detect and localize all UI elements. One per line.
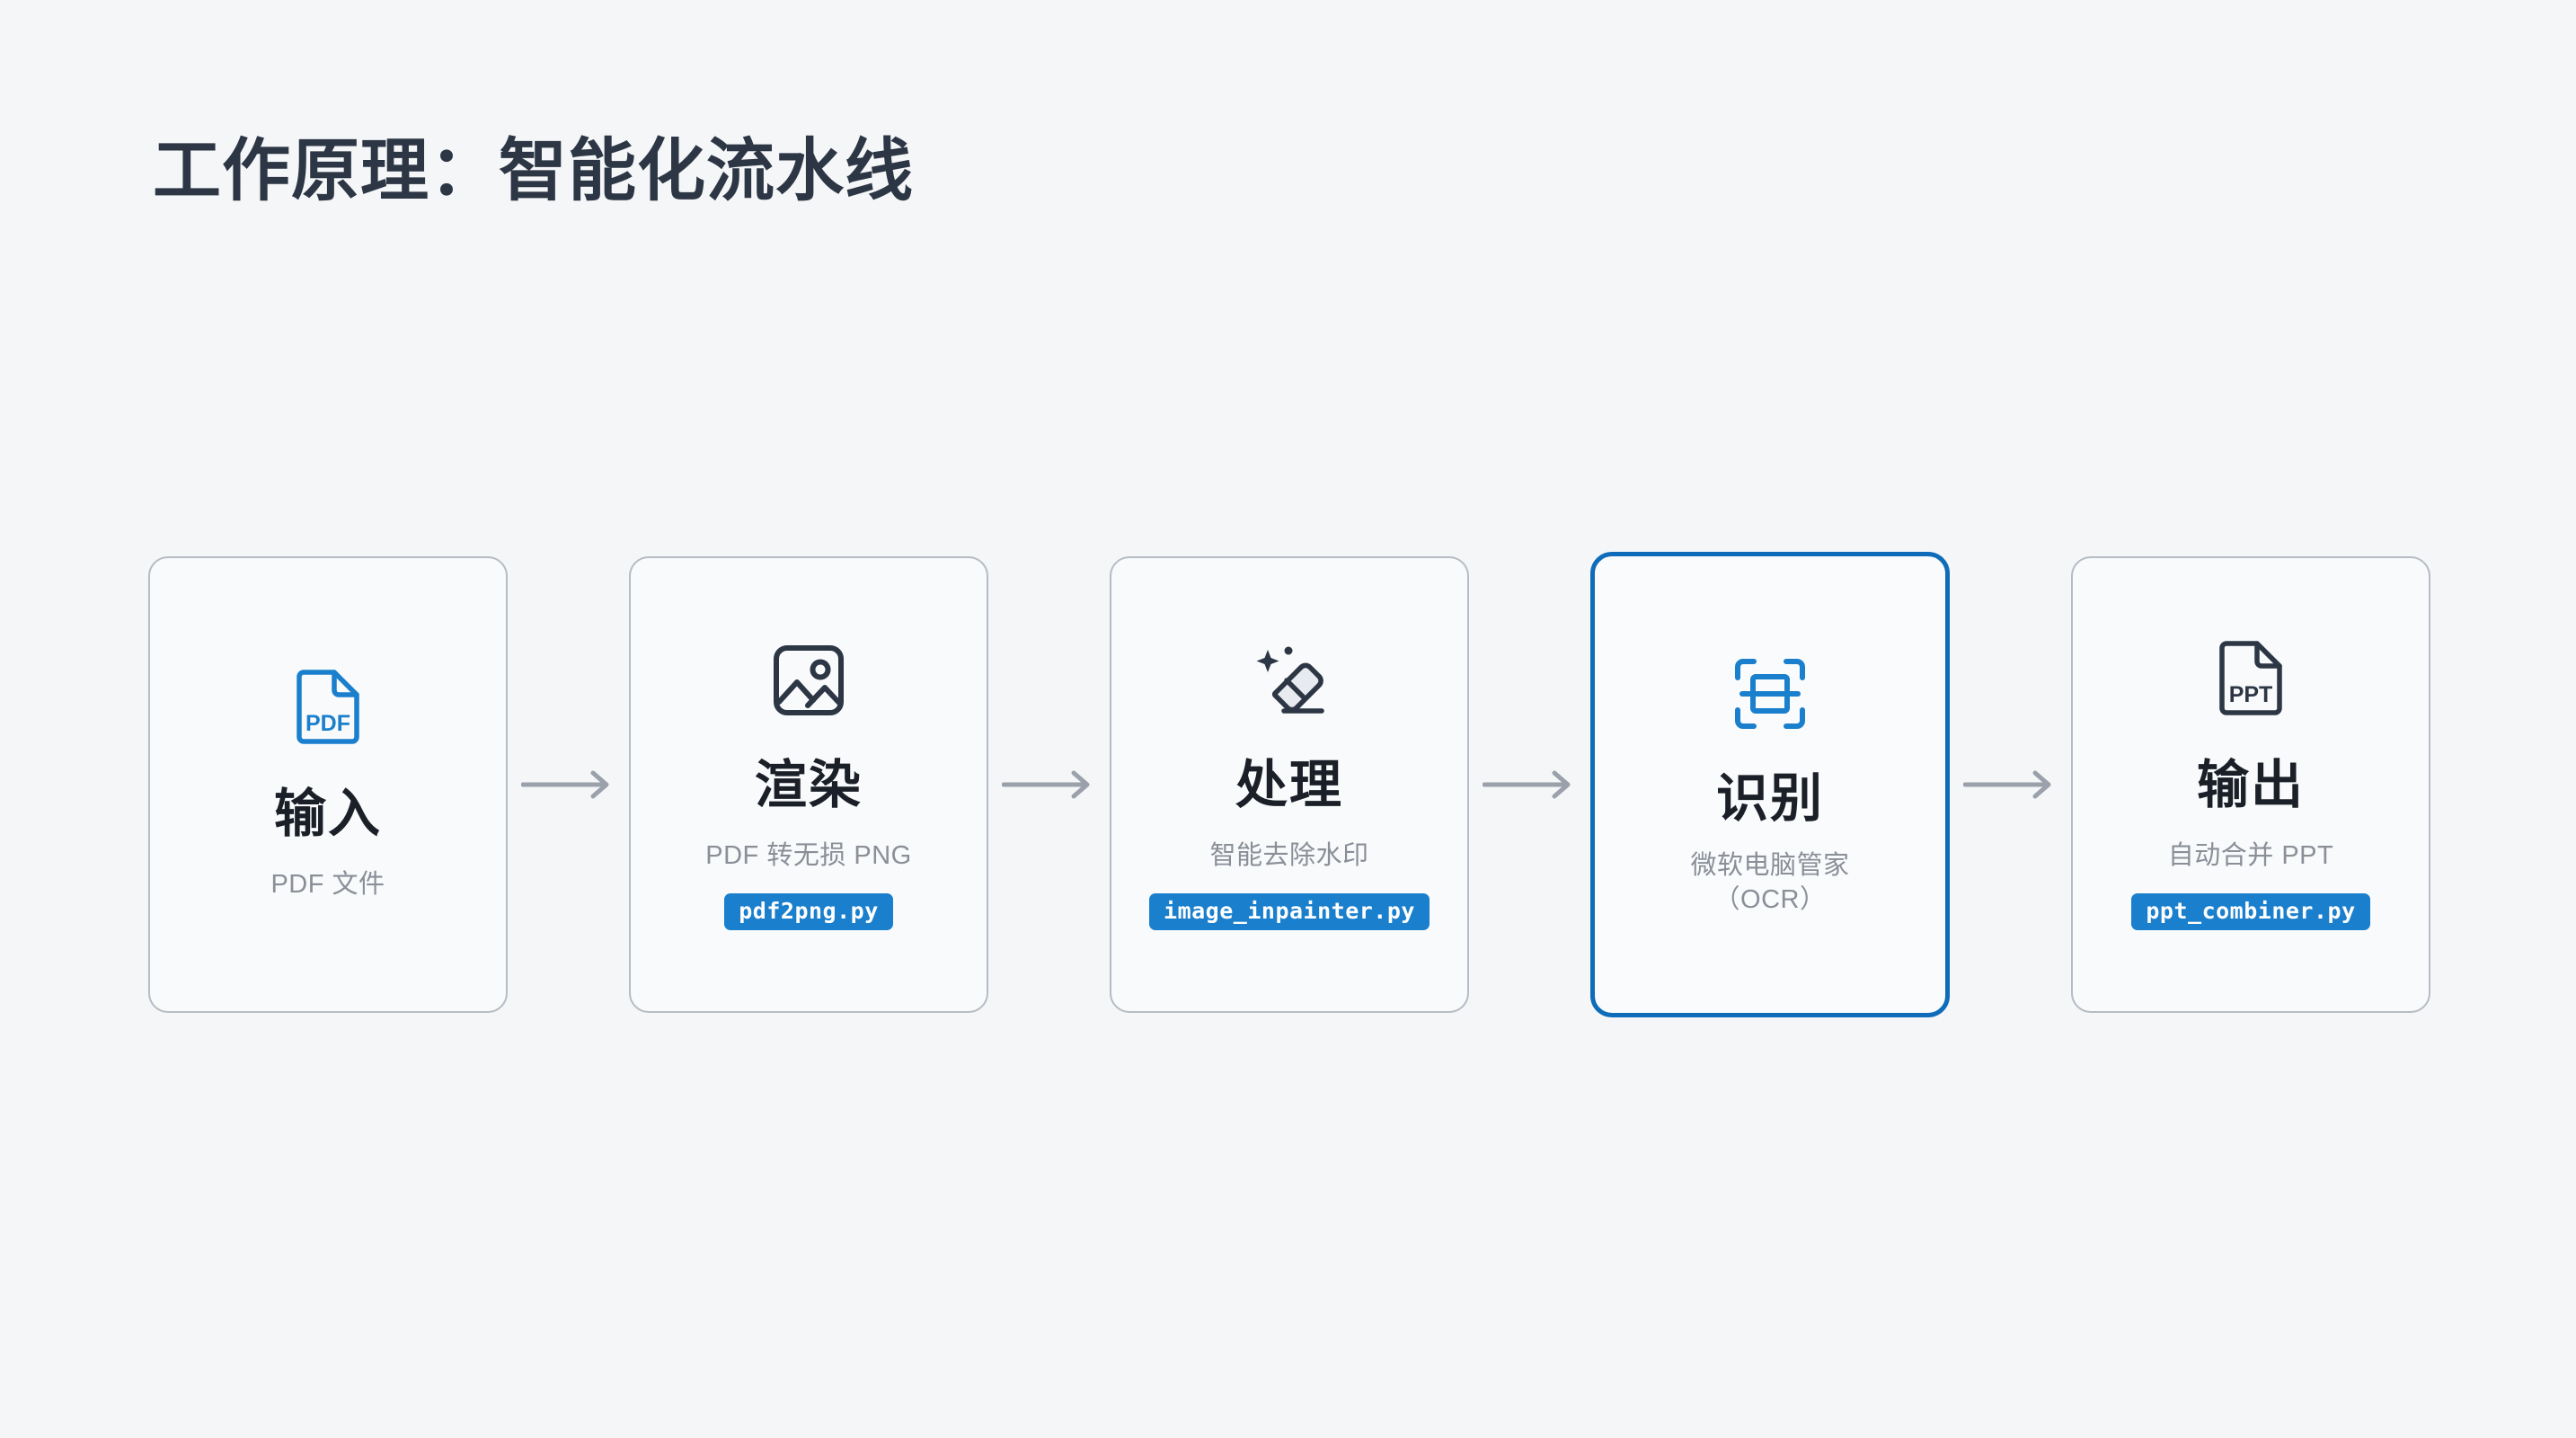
svg-text:PPT: PPT [2229,682,2273,707]
ppt-file-icon: PPT [2217,639,2285,722]
page-title: 工作原理：智能化流水线 [153,133,914,209]
step-title: 识别 [1715,768,1824,828]
pipeline-step-output[interactable]: PPT 输出 自动合并 PPT ppt_combiner.py [2071,556,2430,1013]
step-subtitle-line: 智能去除水印 [1209,841,1369,871]
step-subtitle: 微软电脑管家 （OCR） [1690,848,1849,918]
step-subtitle: PDF 转无损 PNG [705,839,911,873]
step-subtitle-line: 微软电脑管家 [1690,850,1850,880]
scan-ocr-icon [1731,652,1810,735]
step-subtitle: 自动合并 PPT [2168,839,2333,873]
pipeline-step-render[interactable]: 渲染 PDF 转无损 PNG pdf2png.py [629,556,988,1013]
step-subtitle-line: PDF 转无损 PNG [705,841,912,871]
step-script-badge: ppt_combiner.py [2131,892,2370,930]
step-title: 输出 [2196,756,2305,815]
arrow-right-icon [988,767,1110,803]
arrow-right-icon [1950,767,2071,803]
step-title: 输入 [273,784,382,843]
pipeline-flow: PDF 输入 PDF 文件 渲染 PDF 转无损 PNG pdf2png.py [148,551,2430,1018]
arrow-right-icon [508,767,629,803]
step-subtitle-line: 自动合并 PPT [2167,841,2334,871]
pdf-file-icon: PDF [294,668,362,750]
step-script-badge: image_inpainter.py [1149,892,1430,930]
eraser-sparkle-icon [1248,639,1331,722]
pipeline-step-input[interactable]: PDF 输入 PDF 文件 [148,556,508,1013]
step-subtitle-line: （OCR） [1713,885,1827,914]
pipeline-step-recognize[interactable]: 识别 微软电脑管家 （OCR） [1590,552,1950,1017]
step-title: 渲染 [754,756,863,815]
step-subtitle-line: PDF 文件 [270,869,385,899]
step-subtitle: 智能去除水印 [1209,839,1368,873]
step-subtitle: PDF 文件 [270,867,385,901]
svg-text:PDF: PDF [305,711,350,736]
pipeline-step-process[interactable]: 处理 智能去除水印 image_inpainter.py [1110,556,1469,1013]
image-picture-icon [771,639,846,722]
step-title: 处理 [1235,756,1343,815]
step-script-badge: pdf2png.py [724,892,893,930]
arrow-right-icon [1469,767,1590,803]
